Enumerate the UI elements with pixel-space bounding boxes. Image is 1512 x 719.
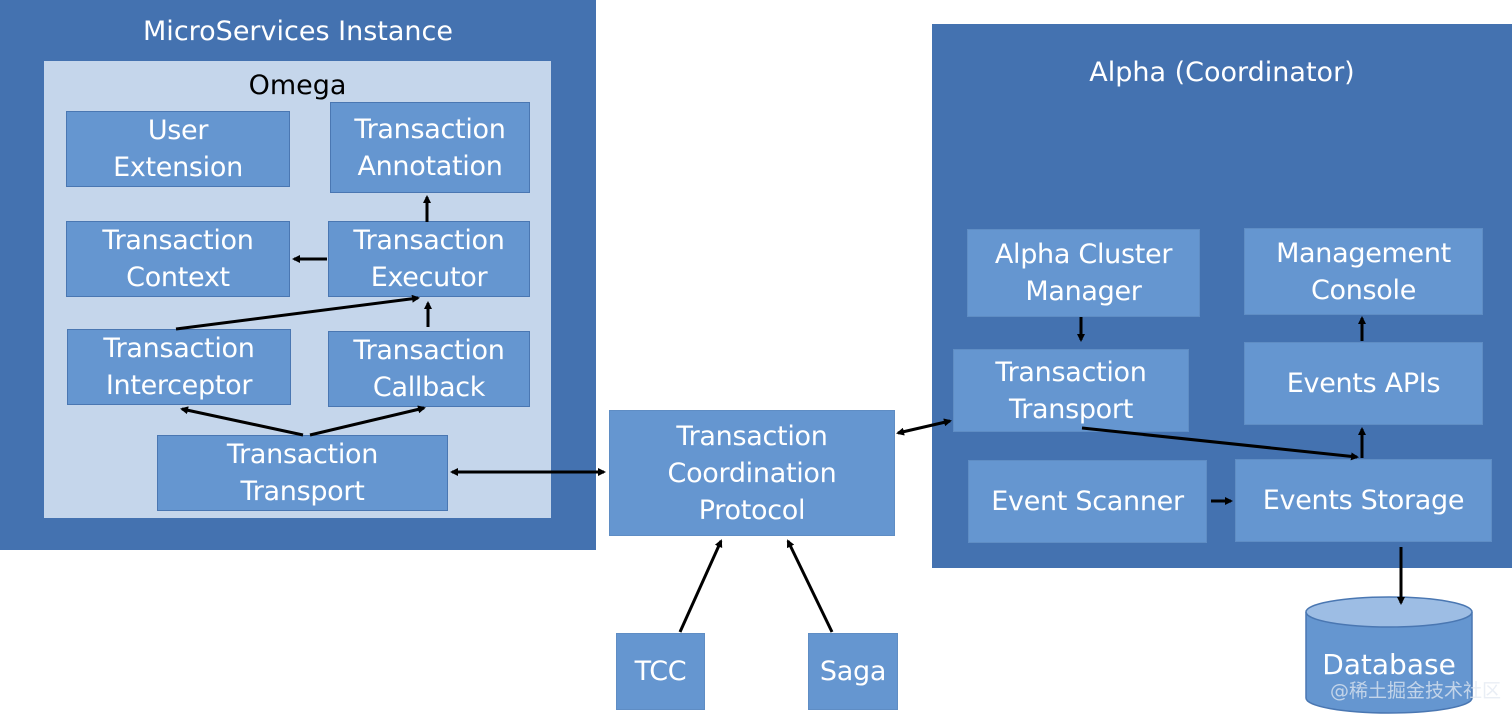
management-console-label: Management Console [1276, 237, 1451, 306]
omega-transaction-transport-box[interactable]: Transaction Transport [157, 435, 448, 511]
alpha-cluster-manager-box[interactable]: Alpha Cluster Manager [967, 229, 1200, 317]
transaction-executor-box[interactable]: Transaction Executor [328, 221, 530, 297]
saga-box[interactable]: Saga [808, 633, 898, 710]
alpha-transaction-transport-box[interactable]: Transaction Transport [953, 349, 1189, 432]
events-storage-box[interactable]: Events Storage [1235, 459, 1492, 542]
transaction-callback-label: Transaction Callback [353, 335, 505, 403]
database-cylinder[interactable] [1300, 592, 1480, 719]
transaction-coordination-protocol-box[interactable]: Transaction Coordination Protocol [609, 410, 895, 536]
user-extension-box[interactable]: User Extension [66, 111, 290, 187]
omega-transaction-transport-label: Transaction Transport [226, 439, 379, 507]
arrow-tcc-to-protocol [678, 539, 723, 633]
omega-title: Omega [248, 70, 347, 101]
management-console-box[interactable]: Management Console [1244, 228, 1483, 315]
event-scanner-box[interactable]: Event Scanner [968, 460, 1207, 543]
user-extension-label: User Extension [113, 115, 243, 183]
alpha-coordinator-title: Alpha (Coordinator) [1089, 57, 1355, 88]
saga-label: Saga [819, 656, 887, 687]
database-label: Database [1322, 648, 1456, 681]
tcc-label: TCC [634, 656, 687, 687]
transaction-executor-label: Transaction Executor [353, 225, 505, 293]
transaction-interceptor-label: Transaction Interceptor [103, 333, 255, 401]
transaction-callback-box[interactable]: Transaction Callback [328, 331, 530, 407]
arrow-saga-to-protocol [786, 539, 834, 633]
transaction-annotation-box[interactable]: Transaction Annotation [330, 102, 530, 193]
transaction-context-label: Transaction Context [102, 225, 254, 293]
transaction-annotation-label: Transaction Annotation [354, 113, 506, 182]
events-apis-box[interactable]: Events APIs [1244, 342, 1483, 425]
transaction-interceptor-box[interactable]: Transaction Interceptor [67, 329, 291, 405]
transaction-context-box[interactable]: Transaction Context [66, 221, 290, 297]
tcc-box[interactable]: TCC [616, 633, 705, 710]
alpha-transaction-transport-label: Transaction Transport [995, 356, 1147, 425]
events-apis-label: Events APIs [1286, 368, 1441, 399]
watermark: @稀土掘金技术社区 [1330, 680, 1502, 702]
alpha-cluster-manager-label: Alpha Cluster Manager [994, 239, 1173, 307]
event-scanner-label: Event Scanner [991, 486, 1184, 517]
transaction-coordination-protocol-label: Transaction Coordination Protocol [667, 420, 837, 526]
events-storage-label: Events Storage [1262, 485, 1465, 516]
microservices-instance-title: MicroServices Instance [143, 16, 453, 47]
